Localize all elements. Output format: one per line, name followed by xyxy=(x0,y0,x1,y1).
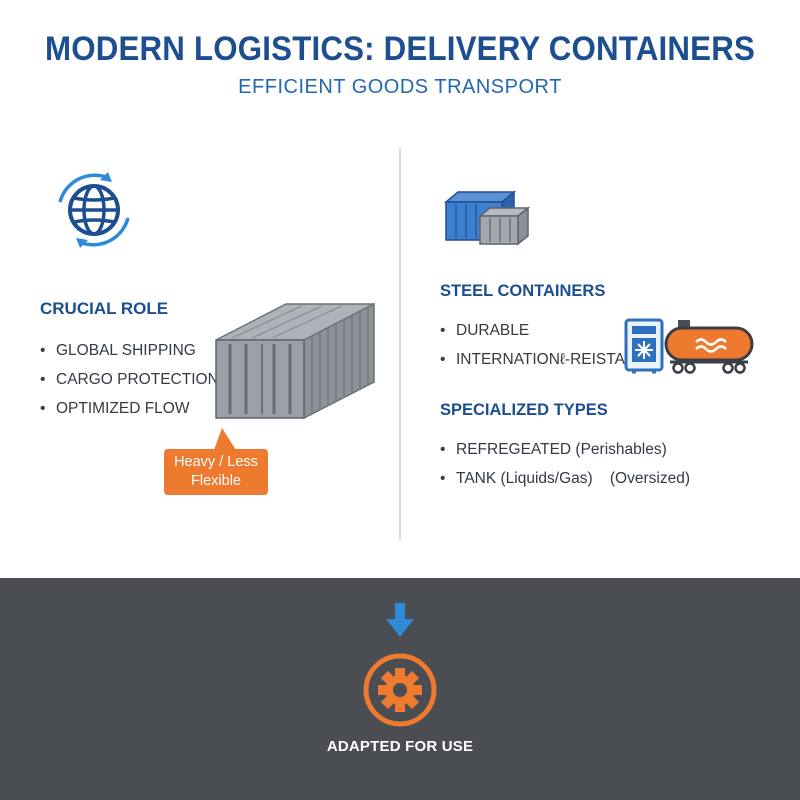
list-item: •GLOBAL SHIPPING xyxy=(40,342,196,359)
list-item: •OPTIMIZED FLOW xyxy=(40,400,190,417)
specialized-types-heading: SPECIALIZED TYPES xyxy=(440,401,608,419)
shipping-container-icon xyxy=(215,302,375,420)
refrigerated-container-icon xyxy=(624,318,664,374)
gear-icon xyxy=(363,653,437,727)
footer-label: ADAPTED FOR USE xyxy=(326,738,474,755)
globe-icon xyxy=(58,172,130,248)
callout-pointer xyxy=(214,428,236,450)
specialized-types-list: •REFRΕGEATED (Perishables) •TANK (Liquid… xyxy=(440,435,690,493)
steel-containers-heading: STEEL CONTAINERS xyxy=(440,282,606,300)
tank-container-icon xyxy=(664,320,754,374)
page-title: MODERN LOGISTICS: DELIVERY CONTAINERS xyxy=(44,30,756,68)
callout-line-1: Heavy / Less xyxy=(174,454,258,470)
list-item: •INTERNATIONℓ-REISTANT xyxy=(440,351,646,368)
list-item: •DURABLE xyxy=(440,322,530,339)
crucial-role-list: •GLOBAL SHIPPING •CARGO PROTECTION •OPTI… xyxy=(40,336,219,423)
crucial-role-heading: CRUCIAL ROLE xyxy=(40,299,169,318)
steel-containers-list: •DURABLE •INTERNATIONℓ-REISTANT xyxy=(440,316,646,374)
stacked-containers-icon xyxy=(443,190,531,246)
list-item: •REFRΕGEATED (Perishables) xyxy=(440,441,667,458)
page-subtitle: EFFICIENT GOODS TRANSPORT xyxy=(238,76,562,98)
heavy-callout: Heavy / Less Flexible xyxy=(164,449,268,495)
list-item: •TANK (Liquids/Gas) (Oversized) xyxy=(440,470,690,487)
callout-line-2: Flexible xyxy=(191,473,241,489)
column-divider xyxy=(399,148,401,540)
arrow-down-icon xyxy=(386,603,414,637)
list-item: •CARGO PROTECTION xyxy=(40,371,219,388)
